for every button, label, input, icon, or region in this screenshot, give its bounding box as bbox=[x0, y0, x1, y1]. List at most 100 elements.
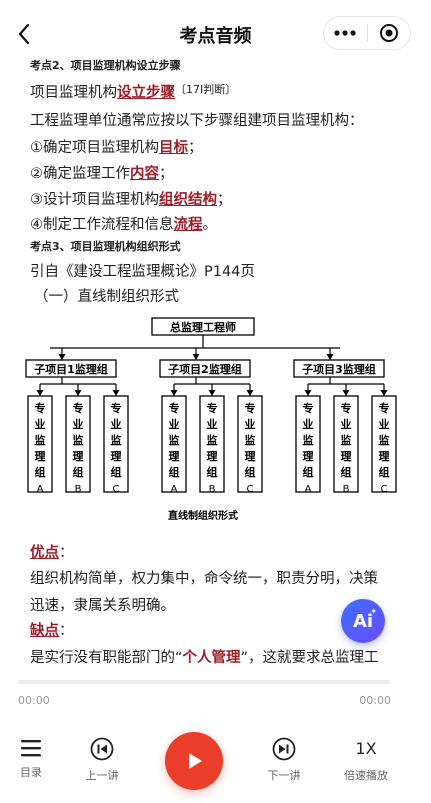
play-icon bbox=[189, 753, 202, 769]
member-box-3-2 bbox=[333, 395, 359, 493]
member-letter-2-2: B bbox=[209, 484, 216, 495]
member-char-2-1-1: 专 bbox=[169, 401, 180, 415]
keyword-content: 内容 bbox=[130, 166, 159, 182]
reference-line: 引自《建设工程监理概论》P144页 bbox=[30, 264, 255, 280]
intro-line: 工程监理单位通常应按以下步骤组建项目监理机构： bbox=[30, 113, 364, 129]
arrow-group-3 bbox=[326, 354, 334, 360]
menu-label: 目录 bbox=[20, 766, 42, 779]
article-content[interactable]: 考点2、项目监理机构设立步骤 项目监理机构设立步骤〔17I判断〕 工程监理单位通… bbox=[0, 56, 431, 676]
arrow-group-2 bbox=[192, 354, 200, 360]
disadvantage-label: 缺点 bbox=[30, 623, 59, 639]
member-char-3-3-2: 业 bbox=[379, 417, 390, 431]
step-4: ④制定工作流程和信息流程。 bbox=[30, 213, 407, 234]
arrow-member-2-3 bbox=[246, 390, 254, 396]
arrow-member-3-2 bbox=[342, 390, 350, 396]
member-char-3-2-3: 监 bbox=[341, 433, 352, 447]
member-box-3-1 bbox=[295, 395, 321, 493]
member-letter-3-2: B bbox=[343, 484, 350, 495]
member-box-2-2 bbox=[199, 395, 225, 493]
member-char-3-2-1: 专 bbox=[341, 401, 352, 415]
top-nav-bar: 考点音频 bbox=[0, 0, 431, 64]
speed-label: 倍速播放 bbox=[344, 769, 388, 782]
next-lesson-button[interactable]: 下一讲 bbox=[249, 737, 319, 783]
disadvantage-heading: 缺点： bbox=[30, 619, 407, 640]
member-char-2-3-2: 业 bbox=[245, 417, 256, 431]
list-menu-icon bbox=[21, 740, 41, 757]
previous-lesson-button[interactable]: 上一讲 bbox=[67, 737, 137, 783]
text: ②确定监理工作 bbox=[30, 166, 130, 182]
text: ： bbox=[59, 623, 74, 639]
member-box-3-3 bbox=[371, 395, 397, 493]
member-char-1-2-5: 组 bbox=[73, 465, 84, 479]
member-char-3-2-4: 理 bbox=[341, 450, 352, 463]
member-char-2-3-3: 监 bbox=[245, 433, 256, 447]
member-char-2-1-5: 组 bbox=[169, 465, 180, 479]
setup-steps-line: 项目监理机构设立步骤〔17I判断〕 bbox=[30, 81, 407, 102]
member-char-3-1-4: 理 bbox=[303, 450, 314, 463]
player-controls: 目录 上一讲 下一讲 1X 倍速播放 bbox=[0, 724, 431, 803]
group-label-1: 子项目1监理组 bbox=[34, 362, 108, 376]
skip-previous-icon bbox=[90, 737, 114, 761]
keyword-personal-management: 个人管理 bbox=[182, 650, 241, 666]
speed-value: 1X bbox=[355, 739, 377, 758]
close-mini-program-button[interactable] bbox=[367, 17, 410, 49]
more-button[interactable] bbox=[324, 17, 367, 49]
disadvantage-text: 是实行没有职能部门的“个人管理”，这就要求总监理工 bbox=[30, 646, 407, 667]
point3-heading: 考点3、项目监理机构组织形式 bbox=[30, 240, 181, 253]
keyword-goal: 目标 bbox=[159, 140, 188, 156]
member-char-2-2-2: 业 bbox=[207, 417, 218, 431]
member-char-1-1-4: 理 bbox=[35, 450, 46, 463]
text: 是实行没有职能部门的“ bbox=[30, 650, 183, 666]
text: ； bbox=[159, 166, 174, 182]
member-char-1-2-1: 专 bbox=[73, 401, 84, 415]
member-char-3-2-2: 业 bbox=[341, 417, 352, 431]
step-2: ②确定监理工作内容； bbox=[30, 162, 407, 183]
member-char-1-2-4: 理 bbox=[73, 450, 84, 463]
more-dots-icon bbox=[334, 30, 356, 36]
group-box-3 bbox=[293, 359, 385, 378]
progress-slider[interactable] bbox=[18, 678, 390, 686]
total-time: 00:00 bbox=[359, 694, 391, 707]
text: ； bbox=[188, 140, 203, 156]
member-char-1-1-1: 专 bbox=[35, 401, 46, 415]
member-char-1-3-4: 理 bbox=[111, 450, 122, 463]
arrow-member-2-1 bbox=[170, 390, 178, 396]
member-letter-3-1: A bbox=[305, 484, 312, 495]
member-char-2-1-3: 监 bbox=[169, 433, 180, 447]
chevron-left-icon bbox=[18, 23, 30, 45]
back-button[interactable] bbox=[10, 18, 38, 50]
advantage-text-1: 组织机构简单，权力集中，命令统一，职责分明，决策 bbox=[30, 571, 378, 587]
member-char-3-1-1: 专 bbox=[303, 401, 314, 415]
arrow-group-1 bbox=[58, 354, 66, 360]
member-char-2-2-3: 监 bbox=[207, 433, 218, 447]
previous-label: 上一讲 bbox=[85, 769, 119, 782]
diagram-caption: 直线制组织形式 bbox=[168, 509, 238, 522]
arrow-member-3-1 bbox=[304, 390, 312, 396]
member-box-2-3 bbox=[237, 395, 263, 493]
member-char-2-2-4: 理 bbox=[207, 450, 218, 463]
play-button[interactable] bbox=[165, 732, 223, 790]
member-box-1-1 bbox=[27, 395, 53, 493]
member-char-2-3-1: 专 bbox=[245, 401, 256, 415]
ai-icon: Ai bbox=[352, 610, 374, 632]
step-1: ①确定项目监理机构目标； bbox=[30, 136, 407, 157]
text: ： bbox=[59, 545, 74, 561]
member-char-1-3-2: 业 bbox=[111, 417, 122, 431]
member-box-1-3 bbox=[103, 395, 129, 493]
advantage-heading: 优点： bbox=[30, 541, 407, 562]
member-char-1-2-2: 业 bbox=[73, 417, 84, 431]
ai-assistant-button[interactable]: Ai ✦ bbox=[341, 599, 385, 643]
member-letter-1-2: B bbox=[75, 484, 82, 495]
next-label: 下一讲 bbox=[267, 769, 301, 782]
member-char-2-1-4: 理 bbox=[169, 450, 180, 463]
text: 。 bbox=[202, 217, 218, 233]
member-char-3-3-3: 监 bbox=[379, 433, 390, 447]
member-char-2-1-2: 业 bbox=[169, 417, 180, 431]
arrow-member-2-2 bbox=[208, 390, 216, 396]
group-box-2 bbox=[159, 359, 251, 378]
playback-speed-button[interactable]: 1X 倍速播放 bbox=[331, 737, 401, 783]
menu-button[interactable]: 目录 bbox=[0, 738, 66, 780]
member-char-2-3-5: 组 bbox=[245, 465, 256, 479]
current-time: 00:00 bbox=[18, 694, 50, 707]
member-char-1-1-5: 组 bbox=[35, 465, 46, 479]
